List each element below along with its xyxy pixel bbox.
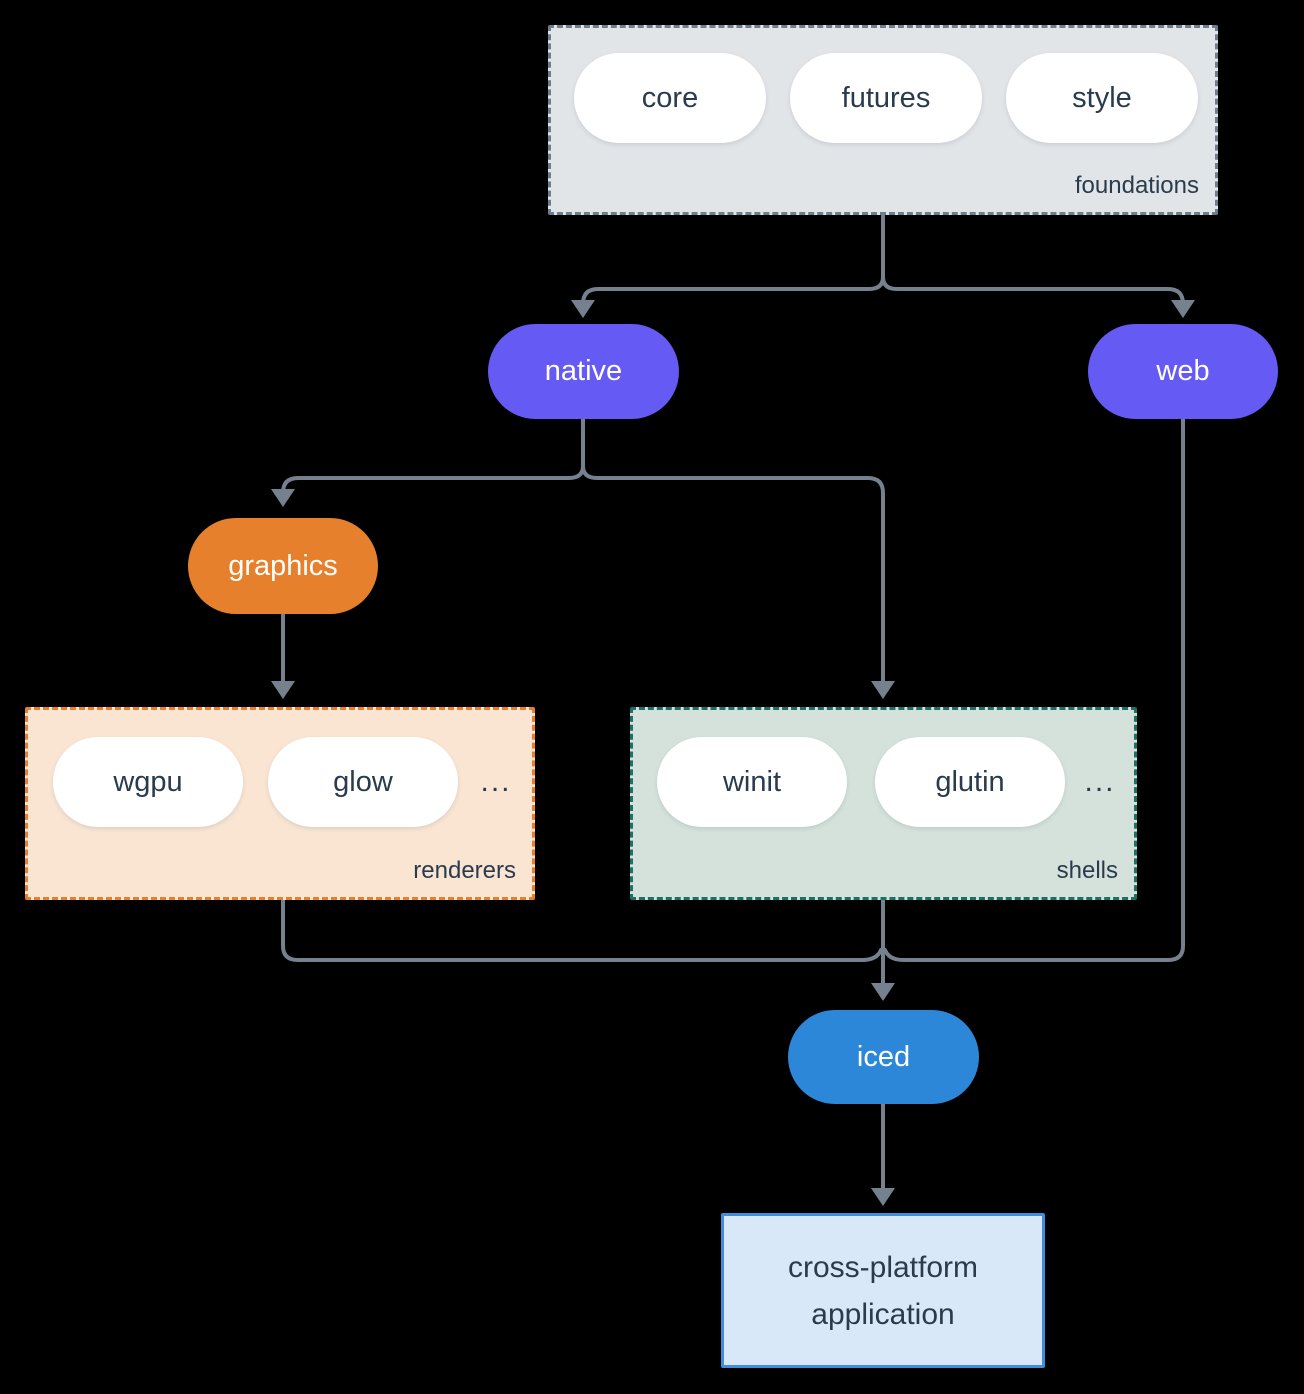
pill-glutin: glutin (875, 737, 1065, 827)
arrowhead-web (1171, 300, 1195, 318)
pill-style: style (1006, 53, 1198, 143)
pill-wgpu: wgpu (53, 737, 243, 827)
pill-core: core (574, 53, 766, 143)
foundations-label: foundations (1074, 172, 1199, 199)
node-iced-label: iced (856, 1040, 911, 1073)
renderers-label: renderers (413, 857, 516, 884)
pill-glow-label: glow (333, 765, 393, 798)
arrowhead-graphics (271, 489, 295, 507)
application-box: cross-platform application (721, 1213, 1045, 1368)
node-graphics-label: graphics (228, 549, 338, 582)
node-native: native (488, 324, 679, 419)
pill-wgpu-label: wgpu (113, 765, 183, 798)
pill-futures-label: futures (841, 81, 931, 114)
pill-futures: futures (790, 53, 982, 143)
edge-foundations-native (581, 275, 885, 308)
application-label-line1: cross-platform (787, 1250, 979, 1284)
edge-web-merge (883, 417, 1185, 962)
arrowhead-iced (871, 983, 895, 1001)
pill-glow: glow (268, 737, 458, 827)
foundations-group: core futures style foundations (548, 25, 1218, 215)
node-web-label: web (1156, 355, 1210, 387)
node-web: web (1088, 324, 1278, 419)
node-graphics: graphics (188, 518, 378, 614)
shells-group: winit glutin ... shells (630, 707, 1137, 900)
pill-winit-label: winit (722, 765, 781, 798)
node-iced: iced (788, 1010, 979, 1104)
shells-more-ellipsis: ... (1084, 765, 1116, 798)
arrowhead-renderers (271, 681, 295, 699)
arrowhead-native (571, 300, 595, 318)
edge-foundations-web (881, 275, 1185, 308)
arrowhead-shells (871, 681, 895, 699)
pill-glutin-label: glutin (935, 765, 1005, 798)
renderers-group: wgpu glow ... renderers (25, 707, 535, 900)
pill-winit: winit (657, 737, 847, 827)
pill-core-label: core (641, 81, 699, 114)
edge-renderers-merge (281, 898, 883, 962)
pill-style-label: style (1072, 81, 1132, 114)
shells-label: shells (1056, 857, 1118, 884)
arrowhead-application (871, 1188, 895, 1206)
node-native-label: native (544, 355, 623, 387)
edge-native-graphics (281, 464, 585, 498)
edge-native-shells (581, 464, 885, 690)
renderers-more-ellipsis: ... (480, 765, 512, 798)
application-label-line2: application (811, 1297, 955, 1331)
